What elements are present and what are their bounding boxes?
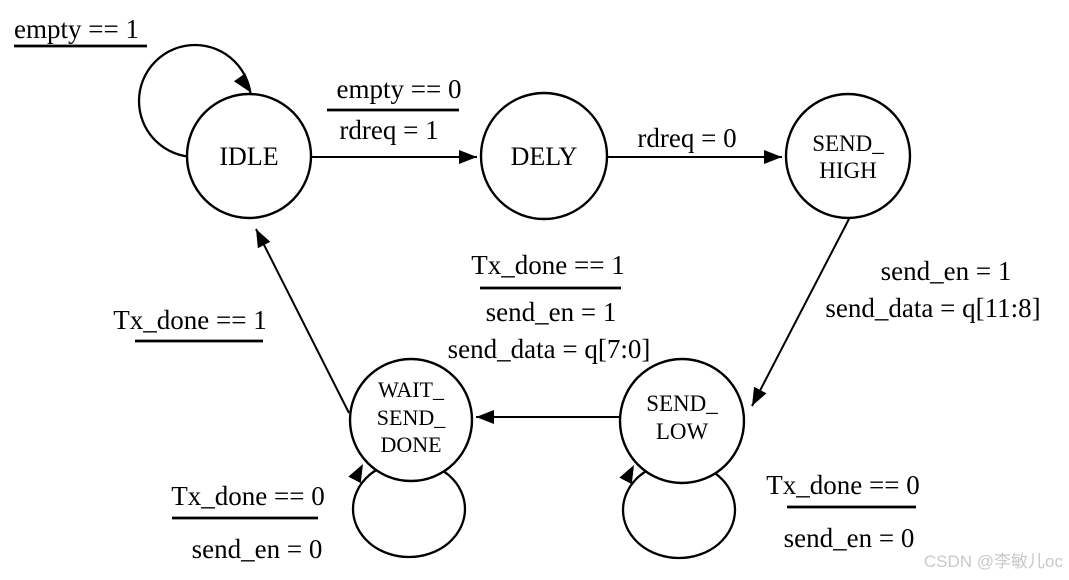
send-low-self-loop-arrowhead — [619, 465, 634, 485]
svg-text:HIGH: HIGH — [819, 158, 877, 183]
arrow-wait-send-done-to-idle — [255, 228, 350, 414]
svg-text:DONE: DONE — [380, 432, 441, 457]
svg-text:send_data = q[7:0]: send_data = q[7:0] — [448, 334, 651, 364]
svg-text:SEND_: SEND_ — [646, 391, 718, 416]
svg-text:SEND_: SEND_ — [812, 131, 884, 156]
svg-text:send_data = q[11:8]: send_data = q[11:8] — [825, 293, 1040, 323]
watermark: CSDN @李敏儿oc — [924, 552, 1064, 571]
state-send-low-label: SEND_ LOW — [646, 391, 718, 444]
svg-text:WAIT_: WAIT_ — [378, 377, 445, 402]
svg-text:empty == 1: empty == 1 — [14, 14, 139, 44]
svg-text:send_en = 0: send_en = 0 — [784, 523, 915, 553]
state-idle-label: IDLE — [219, 142, 278, 171]
svg-text:LOW: LOW — [656, 419, 709, 444]
svg-text:Tx_done == 1: Tx_done == 1 — [471, 250, 624, 280]
state-wait-send-done-label: WAIT_ SEND_ DONE — [377, 377, 446, 457]
state-dely-label: DELY — [511, 142, 578, 171]
svg-text:Tx_done == 0: Tx_done == 0 — [766, 470, 919, 500]
arrow-send-high-to-send-low — [751, 218, 850, 407]
state-wait-send-done — [348, 357, 474, 483]
svg-text:send_en = 0: send_en = 0 — [192, 534, 323, 564]
label-dely-to-send-high: rdreq = 0 — [637, 123, 736, 153]
svg-text:Tx_done == 0: Tx_done == 0 — [171, 481, 324, 511]
svg-text:empty == 0: empty == 0 — [337, 74, 462, 104]
state-send-low — [618, 357, 746, 485]
wait-send-done-self-loop-arrowhead — [348, 464, 363, 484]
label-idle-to-dely: empty == 0 rdreq = 1 — [327, 74, 461, 145]
label-idle-self: empty == 1 — [14, 14, 147, 48]
state-send-high-label: SEND_ HIGH — [812, 131, 884, 183]
svg-text:send_en = 1: send_en = 1 — [486, 297, 617, 327]
svg-text:SEND_: SEND_ — [377, 405, 446, 430]
label-send-high-to-send-low: send_en = 1 send_data = q[11:8] — [825, 256, 1040, 323]
svg-text:rdreq = 1: rdreq = 1 — [339, 115, 438, 145]
label-send-low-self: Tx_done == 0 send_en = 0 — [766, 470, 919, 553]
idle-self-loop-arrowhead — [233, 73, 250, 92]
state-send-high — [784, 92, 912, 220]
label-wait-send-done-self: Tx_done == 0 send_en = 0 — [171, 481, 324, 564]
label-send-low-to-wait-send-done: Tx_done == 1 send_en = 1 send_data = q[7… — [448, 250, 651, 364]
svg-text:Tx_done == 1: Tx_done == 1 — [113, 305, 266, 335]
svg-text:send_en = 1: send_en = 1 — [881, 256, 1012, 286]
label-wait-send-done-to-idle: Tx_done == 1 — [113, 305, 267, 343]
